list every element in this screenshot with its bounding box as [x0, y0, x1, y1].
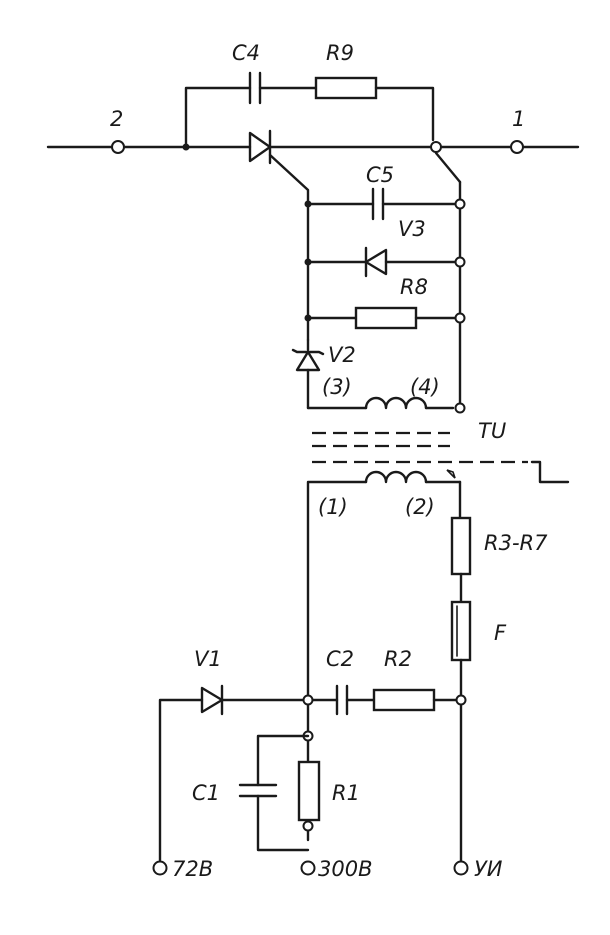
primary-winding	[306, 469, 462, 842]
resistor-r2	[372, 688, 436, 712]
c1-r1-branch	[238, 730, 321, 852]
label-winding-4: (4)	[410, 375, 440, 399]
label-node-1: 1	[512, 107, 525, 131]
label-v3: V3	[398, 217, 426, 241]
junction-r2-right	[455, 694, 467, 706]
label-winding-1: (1)	[318, 495, 348, 519]
resistor-r3-r7	[450, 516, 472, 576]
bottom-row	[158, 684, 463, 862]
junction-right-top	[430, 141, 442, 153]
c4-r9-branch	[184, 71, 435, 149]
label-300v: 300B	[318, 857, 373, 881]
label-c1: C1	[192, 781, 220, 805]
thyristor	[248, 129, 310, 206]
label-c2: C2	[326, 647, 354, 671]
label-ui: УИ	[474, 857, 503, 881]
resistor-r8	[354, 306, 418, 330]
label-c4: C4	[232, 41, 260, 65]
resistor-r1	[297, 760, 321, 822]
label-v1: V1	[194, 647, 222, 671]
terminal-2	[111, 140, 125, 154]
label-r2: R2	[384, 647, 412, 671]
terminal-300v	[300, 860, 316, 876]
gate-junctions	[304, 198, 466, 414]
resistor-r9	[314, 76, 378, 100]
terminal-72v	[152, 860, 168, 876]
label-winding-2: (2)	[405, 495, 435, 519]
terminal-ui	[453, 860, 469, 876]
label-f: F	[494, 621, 507, 645]
terminal-1	[510, 140, 524, 154]
label-c5: C5	[366, 163, 394, 187]
label-winding-3: (3)	[322, 375, 352, 399]
label-v2: V2	[328, 343, 356, 367]
label-r8: R8	[400, 275, 428, 299]
junction-c2-left	[302, 694, 314, 706]
resistor-chain	[450, 516, 472, 865]
gate-network	[291, 151, 462, 410]
label-r3-r7: R3-R7	[484, 531, 548, 555]
label-transformer: TU	[478, 419, 506, 443]
fuse-f	[450, 600, 472, 662]
label-72v: 72B	[172, 857, 213, 881]
label-r1: R1	[332, 781, 360, 805]
transformer-core	[312, 431, 570, 484]
labels: C4 R9 2 1 C5 V3 R8 V2 (3) (4) TU (1) (2)…	[110, 41, 548, 881]
label-node-2: 2	[110, 107, 123, 131]
label-r9: R9	[326, 41, 354, 65]
